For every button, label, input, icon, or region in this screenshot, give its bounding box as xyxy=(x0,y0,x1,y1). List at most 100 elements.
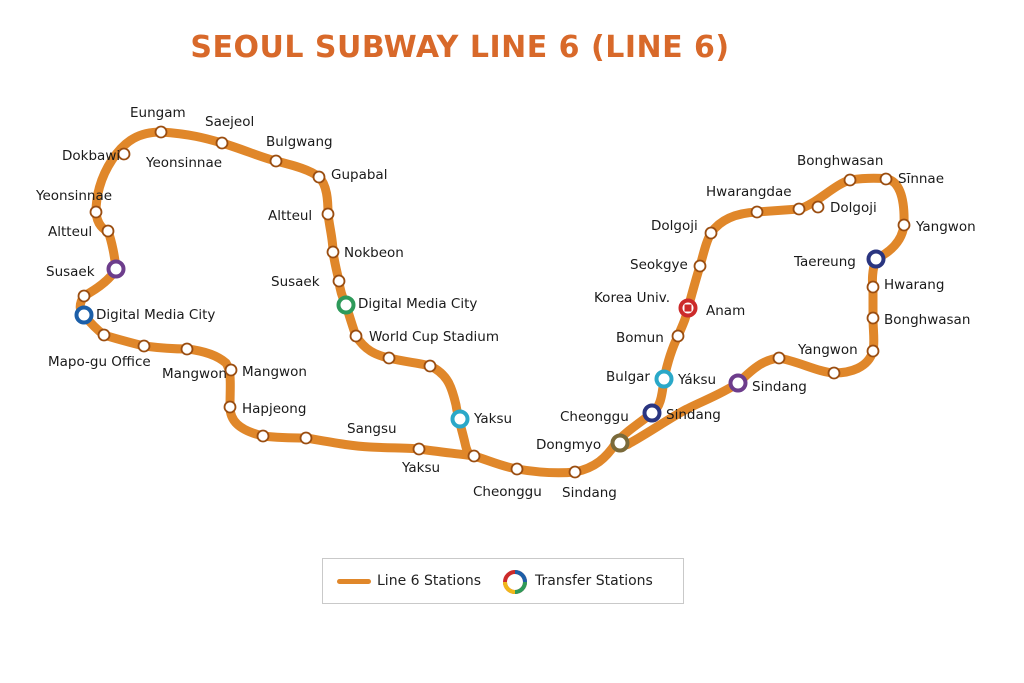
station-dot xyxy=(326,245,340,259)
station-yaksu[interactable]: Yaksu xyxy=(450,409,513,429)
station-dot xyxy=(180,342,194,356)
station-label: Bonghwasan xyxy=(797,153,883,169)
station-saejeol[interactable]: Saejeol xyxy=(205,114,254,150)
station-dot xyxy=(224,363,238,377)
station-label: Hwarangdae xyxy=(706,184,792,200)
station-yeonsinnae: Yeonsinnae xyxy=(35,188,112,204)
station-dot xyxy=(693,259,707,273)
legend-transfer-label: Transfer Stations xyxy=(535,573,653,589)
station-yaksu[interactable]: Yáksu xyxy=(654,369,717,389)
station-label: Hapjeong xyxy=(242,401,306,417)
station-eungam[interactable]: Eungam xyxy=(130,105,186,139)
station-cheonggu[interactable]: Cheonggu xyxy=(473,462,542,501)
station-label: Mangwon xyxy=(242,364,307,380)
station-dolgoji[interactable]: Dolgoji xyxy=(811,200,877,216)
station-dot xyxy=(671,329,685,343)
station-mangwon[interactable]: Mangwon xyxy=(162,342,227,383)
station-dot xyxy=(312,170,326,184)
station-label: Yangwon xyxy=(915,219,976,235)
station-dongmyo[interactable]: Dongmyo xyxy=(536,433,630,454)
station-bomun[interactable]: Bomun xyxy=(616,329,685,346)
station-dot xyxy=(89,205,103,219)
station-dot xyxy=(866,344,880,358)
station-label: Mangwon xyxy=(162,366,227,382)
station-mapo-gu-office[interactable]: Mapo-gu Office xyxy=(48,339,151,371)
station-bonghwasan[interactable]: Bonghwasan xyxy=(866,311,971,328)
station-dot xyxy=(154,125,168,139)
station-label: Yangwon xyxy=(797,342,858,358)
station-label: Yáksu xyxy=(677,372,716,388)
station-label: Dokbawi xyxy=(62,148,120,164)
station-sindang[interactable]: Sindang xyxy=(728,373,807,396)
transfer-station-icon xyxy=(642,403,662,423)
station-dot xyxy=(349,329,363,343)
legend-line-swatch xyxy=(337,579,371,584)
station-digital-media-city[interactable]: Digital Media City xyxy=(336,295,478,315)
station-dot xyxy=(97,328,111,342)
station-label: Taereung xyxy=(793,254,856,270)
station-label: Sīnnae xyxy=(898,171,944,187)
station-label: Bonghwasan xyxy=(884,312,970,328)
legend-transfer-icon xyxy=(503,570,527,594)
station-hwarangdae[interactable]: Hwarangdae xyxy=(706,184,792,219)
station-dokbawi[interactable]: Dokbawi xyxy=(62,147,131,164)
station-label: Mapo-gu Office xyxy=(48,354,151,370)
station-dot xyxy=(137,339,151,353)
station-dot xyxy=(223,400,237,414)
station-yeonsinnae: Yeonsinnae xyxy=(145,155,222,171)
station-dot xyxy=(117,147,131,161)
station-label: Digital Media City xyxy=(358,296,477,312)
station-sinnae[interactable]: Sīnnae xyxy=(879,171,945,187)
station-label: Sindang xyxy=(562,485,617,501)
station-yangwon[interactable]: Yangwon xyxy=(797,342,880,358)
legend-line-label: Line 6 Stations xyxy=(377,573,482,589)
station-symbol-icon xyxy=(684,304,692,312)
station-altteul[interactable]: Altteul xyxy=(48,224,115,240)
transfer-station-icon xyxy=(450,409,470,429)
station-dot xyxy=(332,274,346,288)
map-title: SEOUL SUBWAY LINE 6 (LINE 6) xyxy=(190,30,730,65)
station-dot xyxy=(467,449,481,463)
station-label: Yaksu xyxy=(401,460,440,476)
station-anam[interactable]: Anam xyxy=(678,298,746,320)
station-altteul[interactable]: Altteul xyxy=(268,207,335,224)
transfer-station-icon xyxy=(654,369,674,389)
station-label: Dolgoji xyxy=(651,218,698,234)
station-bulgar: Bulgar xyxy=(606,369,650,385)
station-hwarang[interactable]: Hwarang xyxy=(866,277,945,294)
station-gupabal[interactable]: Gupabal xyxy=(312,167,388,184)
station-susaek[interactable]: Susaek xyxy=(46,259,126,281)
station-hapjeong[interactable]: Hapjeong xyxy=(223,400,307,417)
station-mangwon[interactable]: Mangwon xyxy=(224,363,307,380)
station-seokgye[interactable]: Seokgye xyxy=(630,257,707,273)
station-dot xyxy=(772,351,786,365)
station-sindang[interactable]: Sindang xyxy=(562,465,617,502)
station-digital-media-city[interactable]: Digital Media City xyxy=(74,305,216,325)
station-susaek[interactable]: Susaek xyxy=(271,274,346,290)
station-label: Saejeol xyxy=(205,114,254,130)
station-yangwon[interactable]: Yangwon xyxy=(897,218,976,235)
station-taereung[interactable]: Taereung xyxy=(793,249,886,271)
station-label: Anam xyxy=(706,303,745,319)
station-bonghwasan[interactable]: Bonghwasan xyxy=(797,153,883,187)
station-label: Nokbeon xyxy=(344,245,404,261)
station-nokbeon[interactable]: Nokbeon xyxy=(326,245,404,261)
station-cheonggu: Cheonggu xyxy=(560,409,629,425)
station-label: Sindang xyxy=(752,379,807,395)
station-bulgwang[interactable]: Bulgwang xyxy=(266,134,333,168)
station-label: Hwarang xyxy=(884,277,944,293)
station-dot xyxy=(792,202,806,216)
station-label: Dolgoji xyxy=(830,200,877,216)
station-dot xyxy=(750,205,764,219)
transfer-station-icon xyxy=(106,259,126,279)
station-world-cup-stadium[interactable]: World Cup Stadium xyxy=(349,329,499,345)
station-dot xyxy=(843,173,857,187)
station-sangsu: Sangsu xyxy=(347,421,397,437)
station-dot xyxy=(423,359,437,373)
station-label: Altteul xyxy=(48,224,92,240)
station-yaksu[interactable]: Yaksu xyxy=(401,442,440,477)
station-dolgoji[interactable]: Dolgoji xyxy=(651,218,718,240)
station-dot xyxy=(256,429,270,443)
station-sindang[interactable]: Sindang xyxy=(642,403,721,424)
